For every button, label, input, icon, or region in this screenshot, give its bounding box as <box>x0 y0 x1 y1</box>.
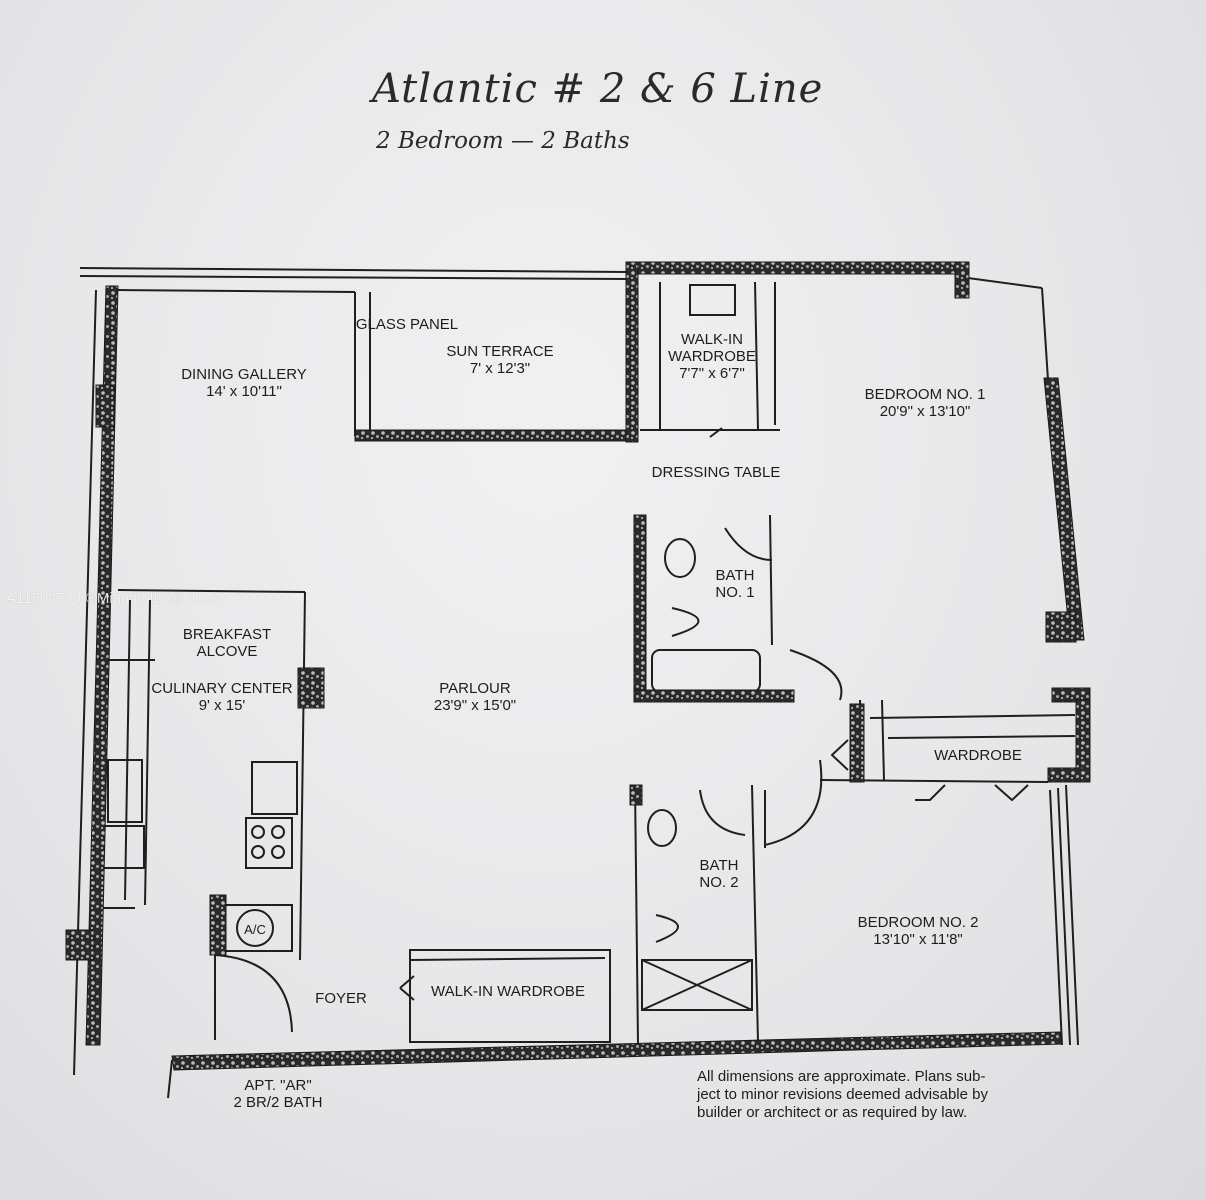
room-name: SUN TERRACE <box>446 343 554 360</box>
walk-in-wardrobe-2-label: WALK-IN WARDROBE <box>431 983 585 1000</box>
room-name: WALK-IN <box>681 331 743 348</box>
room-bath-1: BATH NO. 1 <box>715 567 754 601</box>
wardrobe-label: WARDROBE <box>934 747 1022 764</box>
room-name: BATH <box>699 857 739 874</box>
plan-title: Atlantic # 2 & 6 Line <box>372 66 824 112</box>
apartment-type: 2 BR/2 BATH <box>233 1094 323 1111</box>
disclaimer-line-3: builder or architect or as required by l… <box>697 1104 968 1121</box>
room-bedroom-1: BEDROOM NO. 1 20'9" x 13'10" <box>865 386 986 420</box>
room-walk-in-wardrobe-1: WALK-IN WARDROBE 7'7" x 6'7" <box>668 331 756 382</box>
room-name: BREAKFAST <box>182 626 272 643</box>
room-dimension: 14' x 10'11" <box>206 383 282 400</box>
apartment-code: APT. "AR" <box>244 1077 312 1094</box>
room-dimension: 13'10" x 11'8" <box>873 931 963 948</box>
room-name-2: WARDROBE <box>668 348 756 365</box>
room-name-2: NO. 1 <box>715 584 755 601</box>
room-sun-terrace: SUN TERRACE 7' x 12'3" <box>446 343 553 377</box>
room-name: BEDROOM NO. 2 <box>857 914 979 931</box>
room-dimension: 7' x 12'3" <box>469 360 531 377</box>
room-dimension: 23'9" x 15'0" <box>433 697 517 714</box>
room-name: BEDROOM NO. 1 <box>864 386 986 403</box>
foyer-label: FOYER <box>315 990 367 1007</box>
room-dimension: 20'9" x 13'10" <box>879 403 971 420</box>
room-name: BATH <box>715 567 755 584</box>
room-breakfast-alcove: BREAKFAST ALCOVE <box>183 626 271 660</box>
room-bath-2: BATH NO. 2 <box>699 857 738 891</box>
glass-panel-label: GLASS PANEL <box>355 316 459 333</box>
room-culinary-center: CULINARY CENTER 9' x 15' <box>151 680 292 714</box>
apartment-label: APT. "AR" 2 BR/2 BATH <box>234 1077 323 1111</box>
room-name-2: ALCOVE <box>196 643 258 660</box>
room-name: DINING GALLERY <box>181 366 307 383</box>
room-name: PARLOUR <box>439 680 511 697</box>
room-parlour: PARLOUR 23'9" x 15'0" <box>434 680 516 714</box>
room-dimension: 9' x 15' <box>198 697 246 714</box>
ac-unit-label: A/C <box>244 922 266 937</box>
disclaimer-note: All dimensions are approximate. Plans su… <box>697 1068 1077 1122</box>
plan-subtitle: 2 Bedroom — 2 Baths <box>376 128 630 154</box>
room-dining-gallery: DINING GALLERY 14' x 10'11" <box>181 366 307 400</box>
mls-watermark: A11504744 ©Miami MLS® 2024 <box>6 590 221 607</box>
disclaimer-line-2: ject to minor revisions deemed advisable… <box>697 1086 988 1103</box>
dressing-table-label: DRESSING TABLE <box>651 464 781 481</box>
room-name-2: NO. 2 <box>699 874 739 891</box>
disclaimer-line-1: All dimensions are approximate. Plans su… <box>697 1068 986 1085</box>
room-dimension: 7'7" x 6'7" <box>679 365 745 382</box>
room-name: CULINARY CENTER <box>151 680 293 697</box>
room-bedroom-2: BEDROOM NO. 2 13'10" x 11'8" <box>858 914 979 948</box>
